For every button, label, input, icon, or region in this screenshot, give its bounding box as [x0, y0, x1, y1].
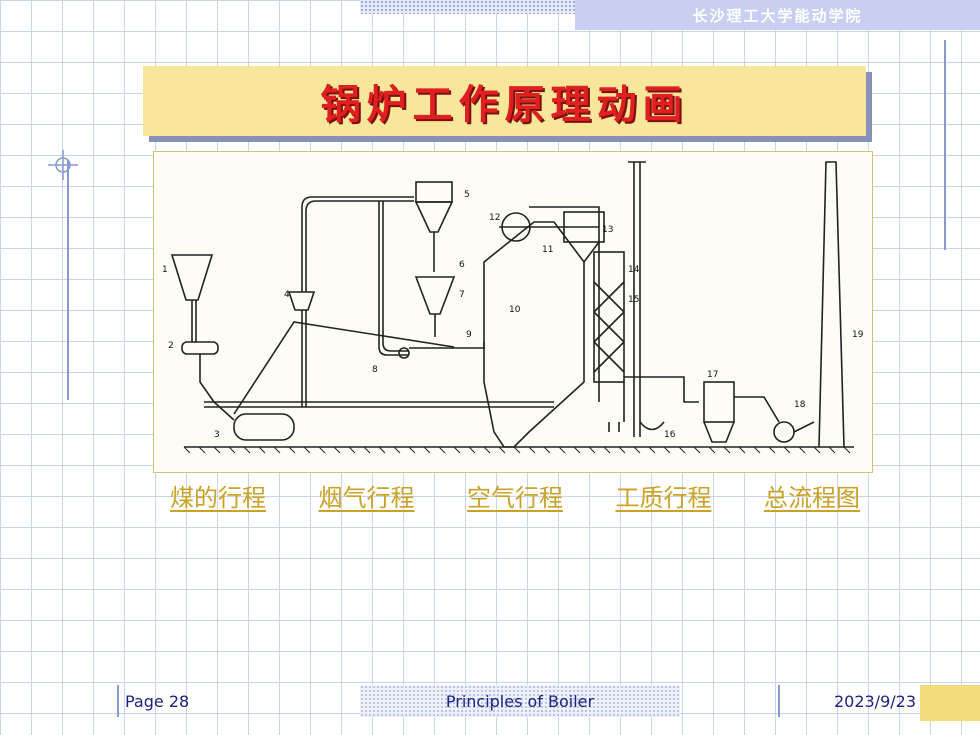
component-label: 3: [214, 430, 220, 440]
header-pattern: [360, 0, 575, 14]
component-label: 13: [602, 225, 613, 235]
right-rule: [944, 40, 946, 250]
component-label: 2: [168, 341, 174, 351]
component-label: 17: [707, 370, 718, 380]
coal-path-link[interactable]: 煤的行程: [170, 484, 266, 512]
flue-gas-path-link[interactable]: 烟气行程: [318, 484, 415, 512]
footer-accent: [920, 685, 980, 721]
course-title: Principles of Boiler: [360, 685, 680, 717]
left-rule: [67, 160, 69, 400]
component-label: 7: [459, 290, 465, 300]
component-label: 15: [628, 295, 639, 305]
overall-flow-link[interactable]: 总流程图: [764, 484, 860, 512]
page-number: Page 28: [117, 685, 265, 717]
component-label: 12: [489, 213, 500, 223]
component-label: 9: [466, 330, 472, 340]
air-path-link[interactable]: 空气行程: [467, 484, 563, 512]
component-label: 14: [628, 265, 640, 275]
component-label: 8: [372, 365, 378, 375]
working-fluid-path-link[interactable]: 工质行程: [615, 484, 712, 512]
component-label: 16: [664, 430, 676, 440]
slide-title: 锅炉工作原理动画: [320, 81, 689, 128]
title-banner: 锅炉工作原理动画: [143, 66, 866, 136]
institution-banner: 长沙理工大学能动学院: [575, 0, 980, 30]
slide-date: 2023/9/23: [778, 685, 922, 717]
component-label: 6: [459, 260, 465, 270]
component-label: 10: [509, 305, 521, 315]
component-label: 19: [852, 330, 864, 340]
component-label: 11: [542, 245, 553, 255]
component-label: 4: [284, 290, 290, 300]
crosshair-icon: [48, 150, 78, 180]
component-label: 18: [794, 400, 806, 410]
component-label: 5: [464, 190, 470, 200]
component-label: 1: [162, 265, 168, 275]
process-links: 煤的行程 烟气行程 空气行程 工质行程 总流程图: [170, 478, 860, 514]
